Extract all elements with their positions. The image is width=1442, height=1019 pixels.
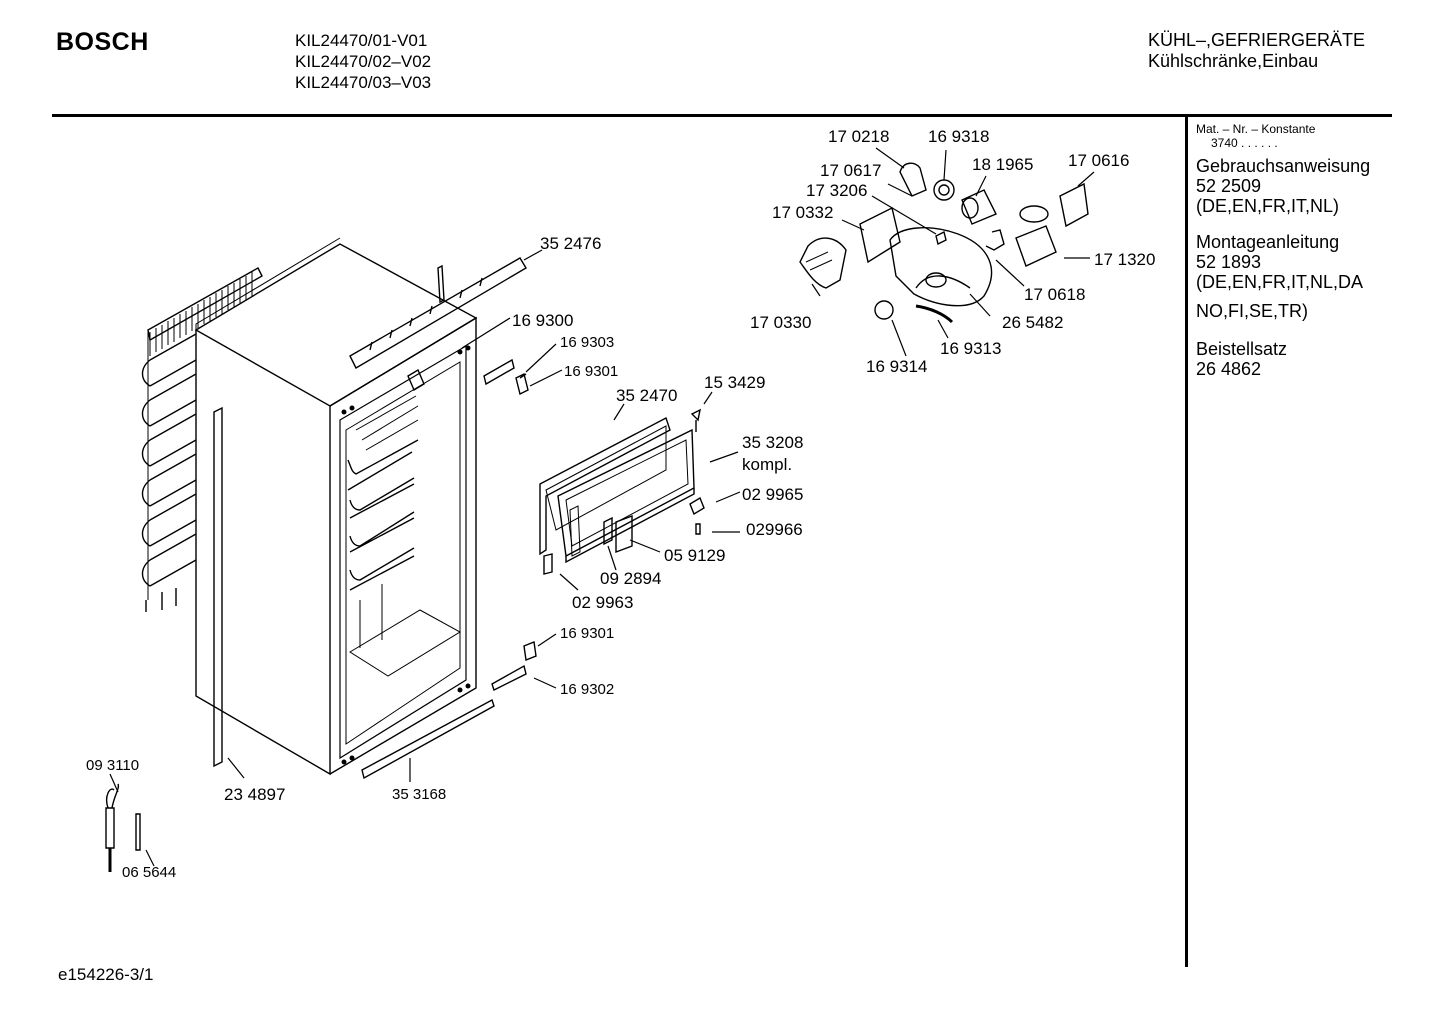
part-label: 16 9313 [940,339,1001,358]
cabinet [194,237,478,776]
door-bracket [543,553,553,575]
hinge-lower [491,664,527,691]
sidebar-block-manual: Gebrauchsanweisung 52 2509 (DE,EN,FR,IT,… [1196,156,1386,216]
part-label: 05 9129 [664,546,725,565]
part-label: 16 9303 [560,334,614,351]
block-number: 26 4862 [1196,359,1262,379]
part-label: 02 9963 [572,593,633,612]
condenser-coil [141,267,263,612]
part-label: 17 0616 [1068,151,1129,170]
hinge-pin-lower [523,641,537,661]
block-languages-cont: NO,FI,SE,TR) [1196,301,1308,321]
part-label: 16 9301 [564,363,618,380]
sidebar-block-kit: Beistellsatz 26 4862 [1196,339,1386,379]
part-label: 17 0218 [828,127,889,146]
model-number: KIL24470/03–V03 [295,73,432,92]
part-label: 09 2894 [600,569,661,588]
part-label: 15 3429 [704,373,765,392]
block-title: Montageanleitung [1196,232,1340,252]
part-label: 17 1320 [1094,250,1155,269]
block-number: 52 2509 [1196,176,1262,196]
door-catch [689,496,705,516]
category-subtitle: Kühlschränke,Einbau [1148,51,1319,71]
part-labels: 17 0218 16 9318 17 0617 18 1965 17 0616 … [86,127,1155,881]
freezer-compartment-door [539,416,695,564]
door-screw-small [695,523,701,535]
bottom-strip [361,698,495,780]
part-label: 35 3168 [392,786,446,803]
part-label: 26 5482 [1002,313,1063,332]
part-label: 06 5644 [122,864,176,881]
constant-label: Mat. – Nr. – Konstante [1196,122,1316,136]
lamp-assembly [799,162,1089,324]
part-label: 029966 [746,520,803,539]
model-number: KIL24470/01-V01 [295,31,428,50]
part-label: 16 9314 [866,357,927,376]
leader-lines [109,147,1095,867]
part-label: 23 4897 [224,785,285,804]
hinge-mount [407,368,425,392]
door-handle [615,514,633,554]
heater-cable [105,783,141,872]
block-title: Gebrauchsanweisung [1196,156,1371,176]
part-label: 09 3110 [86,757,139,774]
category: KÜHL–,GEFRIERGERÄTE Kühlschränke,Einbau [1148,30,1365,72]
part-label: 17 0617 [820,161,881,180]
part-label: 17 0332 [772,203,833,222]
part-label: 02 9965 [742,485,803,504]
part-label: 16 9302 [560,681,614,698]
block-title: Beistellsatz [1196,339,1288,359]
hinge-pin-upper [515,372,529,396]
door-screw [690,408,701,432]
part-label: 35 2476 [540,234,601,253]
part-label: kompl. [742,455,792,474]
part-label: 16 9301 [560,625,614,642]
block-languages: (DE,EN,FR,IT,NL,DA [1196,272,1364,292]
part-label: 17 3206 [806,181,867,200]
hinge-upper [483,358,515,386]
part-label: 16 9300 [512,311,573,330]
part-label: 18 1965 [972,155,1033,174]
part-label: 16 9318 [928,127,989,146]
sidebar-divider [1185,117,1188,967]
header-divider [52,114,1392,117]
brand-logo: BOSCH [56,28,149,56]
part-label: 35 3208 [742,433,803,452]
top-rail [349,257,527,369]
part-label: 17 0618 [1024,285,1085,304]
model-number: KIL24470/02–V02 [295,52,432,71]
sidebar: Mat. – Nr. – Konstante 3740 . . . . . . … [1196,122,1386,379]
block-number: 52 1893 [1196,252,1262,272]
category-title: KÜHL–,GEFRIERGERÄTE [1148,30,1366,50]
block-languages: (DE,EN,FR,IT,NL) [1196,196,1340,216]
sidebar-block-installation: Montageanleitung 52 1893 (DE,EN,FR,IT,NL… [1196,232,1386,321]
part-label: 35 2470 [616,386,677,405]
constant-value: 3740 . . . . . . [1211,136,1278,150]
part-label: 17 0330 [750,313,811,332]
drawing-id: e154226-3/1 [58,965,154,984]
model-list: KIL24470/01-V01 KIL24470/02–V02 KIL24470… [295,30,431,93]
